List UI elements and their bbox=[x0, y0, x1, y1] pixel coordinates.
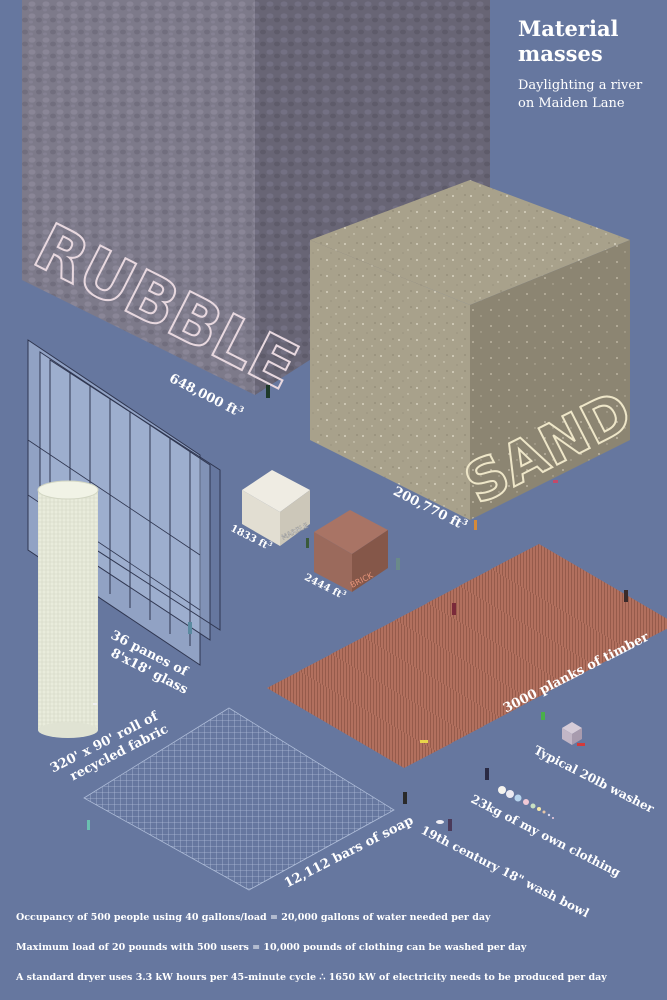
page-title: Material masses bbox=[518, 16, 619, 66]
soap-grid bbox=[83, 707, 395, 891]
footnote-electricity: A standard dryer uses 3.3 kW hours per 4… bbox=[16, 972, 607, 983]
page-subtitle: Daylighting a river on Maiden Lane bbox=[518, 78, 643, 111]
washer bbox=[562, 722, 582, 745]
brick-cube bbox=[314, 510, 388, 592]
footnote-clothing: Maximum load of 20 pounds with 500 users… bbox=[16, 942, 527, 953]
clothing-pile bbox=[498, 786, 554, 819]
marble-cube bbox=[242, 470, 310, 546]
wash-bowl bbox=[436, 820, 444, 824]
footnote-water: Occupancy of 500 people using 40 gallons… bbox=[16, 912, 491, 923]
people-figures bbox=[87, 385, 628, 831]
timber-planks bbox=[267, 544, 667, 768]
sand-cube bbox=[310, 180, 630, 520]
glass-panes bbox=[27, 339, 221, 666]
fabric-roll bbox=[37, 480, 99, 738]
